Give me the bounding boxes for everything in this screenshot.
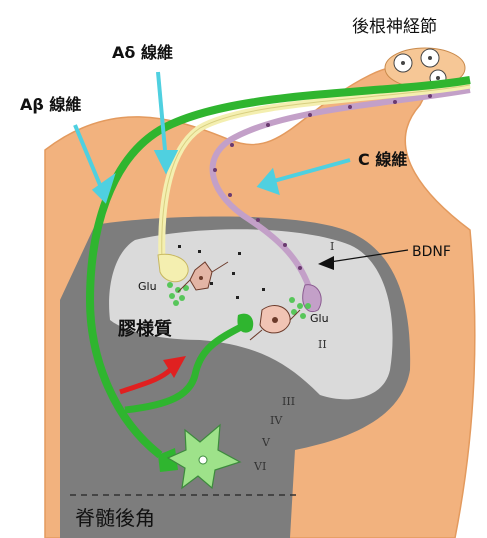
lamina-vi-label: VI [253,460,266,473]
lamina-ii-label: II [318,338,327,351]
lamina-v-label: V [261,436,271,449]
lamina-iii-label: III [282,395,295,408]
glu-label-left: Glu [138,280,157,293]
bdnf-label: BDNF [412,244,451,260]
drg-label: 後根神経節 [352,17,437,37]
abeta-label: Aβ 線維 [20,95,81,114]
c-fiber-label: C 線維 [358,150,407,169]
substantia-gelatinosa-label: 膠様質 [118,318,172,340]
lamina-i-label: I [330,240,334,253]
lamina-iv-label: IV [270,414,283,427]
adelta-label: Aδ 線維 [112,43,173,62]
dorsal-horn-label: 脊髄後角 [75,506,155,530]
glu-label-right: Glu [310,312,329,325]
